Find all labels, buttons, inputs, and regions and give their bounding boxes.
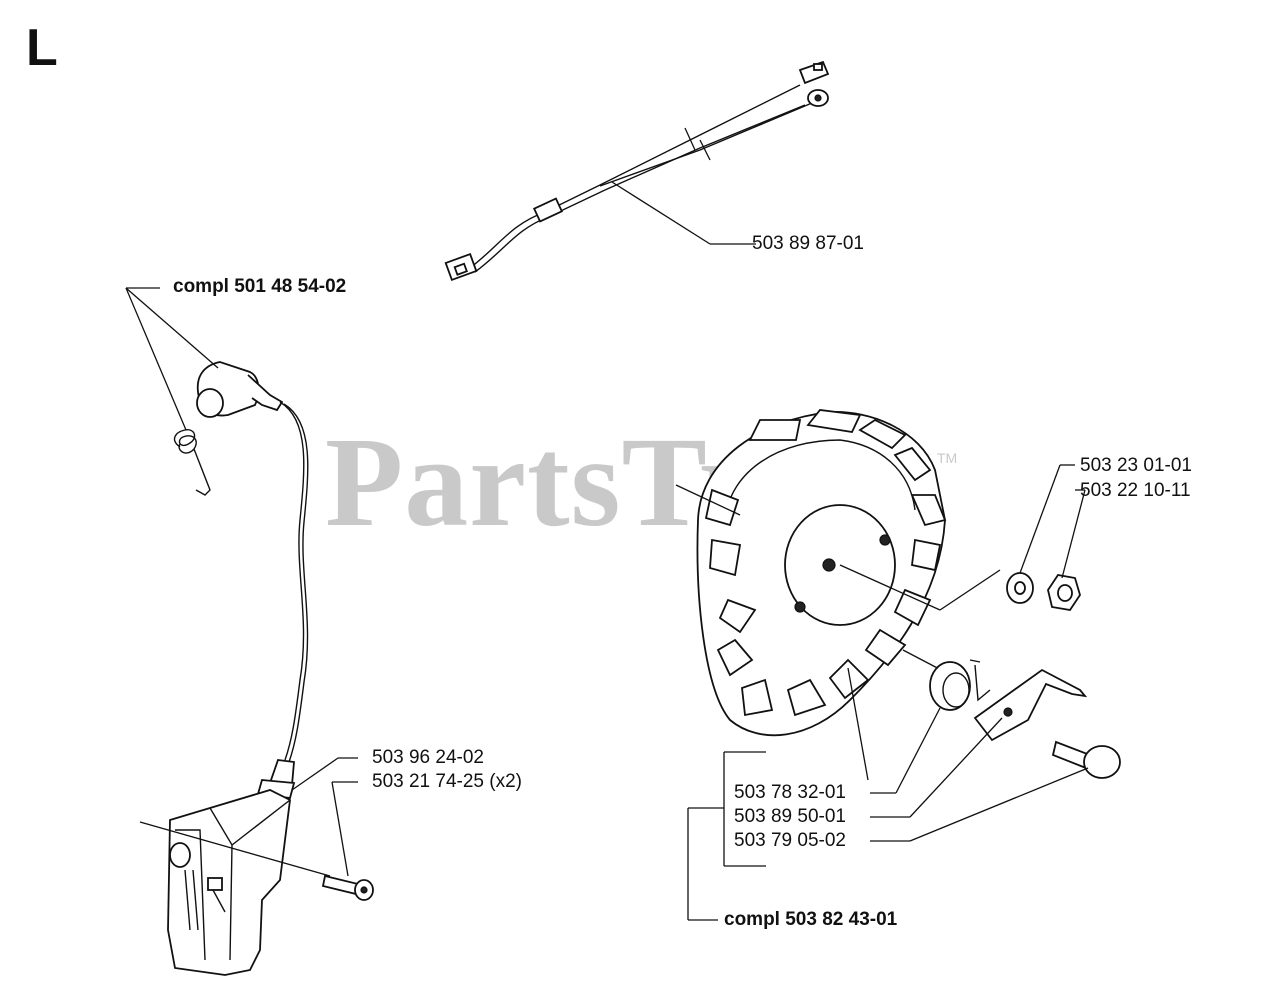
label-pawl-3: 503 79 05-02 [734,830,846,851]
label-ignition-compl: compl 501 48 54-02 [173,276,347,297]
section-letter: L [26,19,58,77]
ignition-module [125,287,374,976]
label-pawl-1: 503 78 32-01 [734,782,846,803]
label-flywheel-compl: compl 503 82 43-01 [724,909,898,930]
watermark-trademark: TM [937,450,958,466]
label-module-part: 503 96 24-02 [372,747,484,768]
label-nut-washer-2: 503 22 10-11 [1080,480,1191,501]
flywheel [675,409,1121,921]
label-pawl-2: 503 89 50-01 [734,806,846,827]
label-screw-part: 503 21 74-25 (x2) [372,771,522,792]
wire-harness [444,60,830,282]
label-wire-part: 503 89 87-01 [752,233,864,254]
label-nut-washer-1: 503 23 01-01 [1080,455,1192,476]
